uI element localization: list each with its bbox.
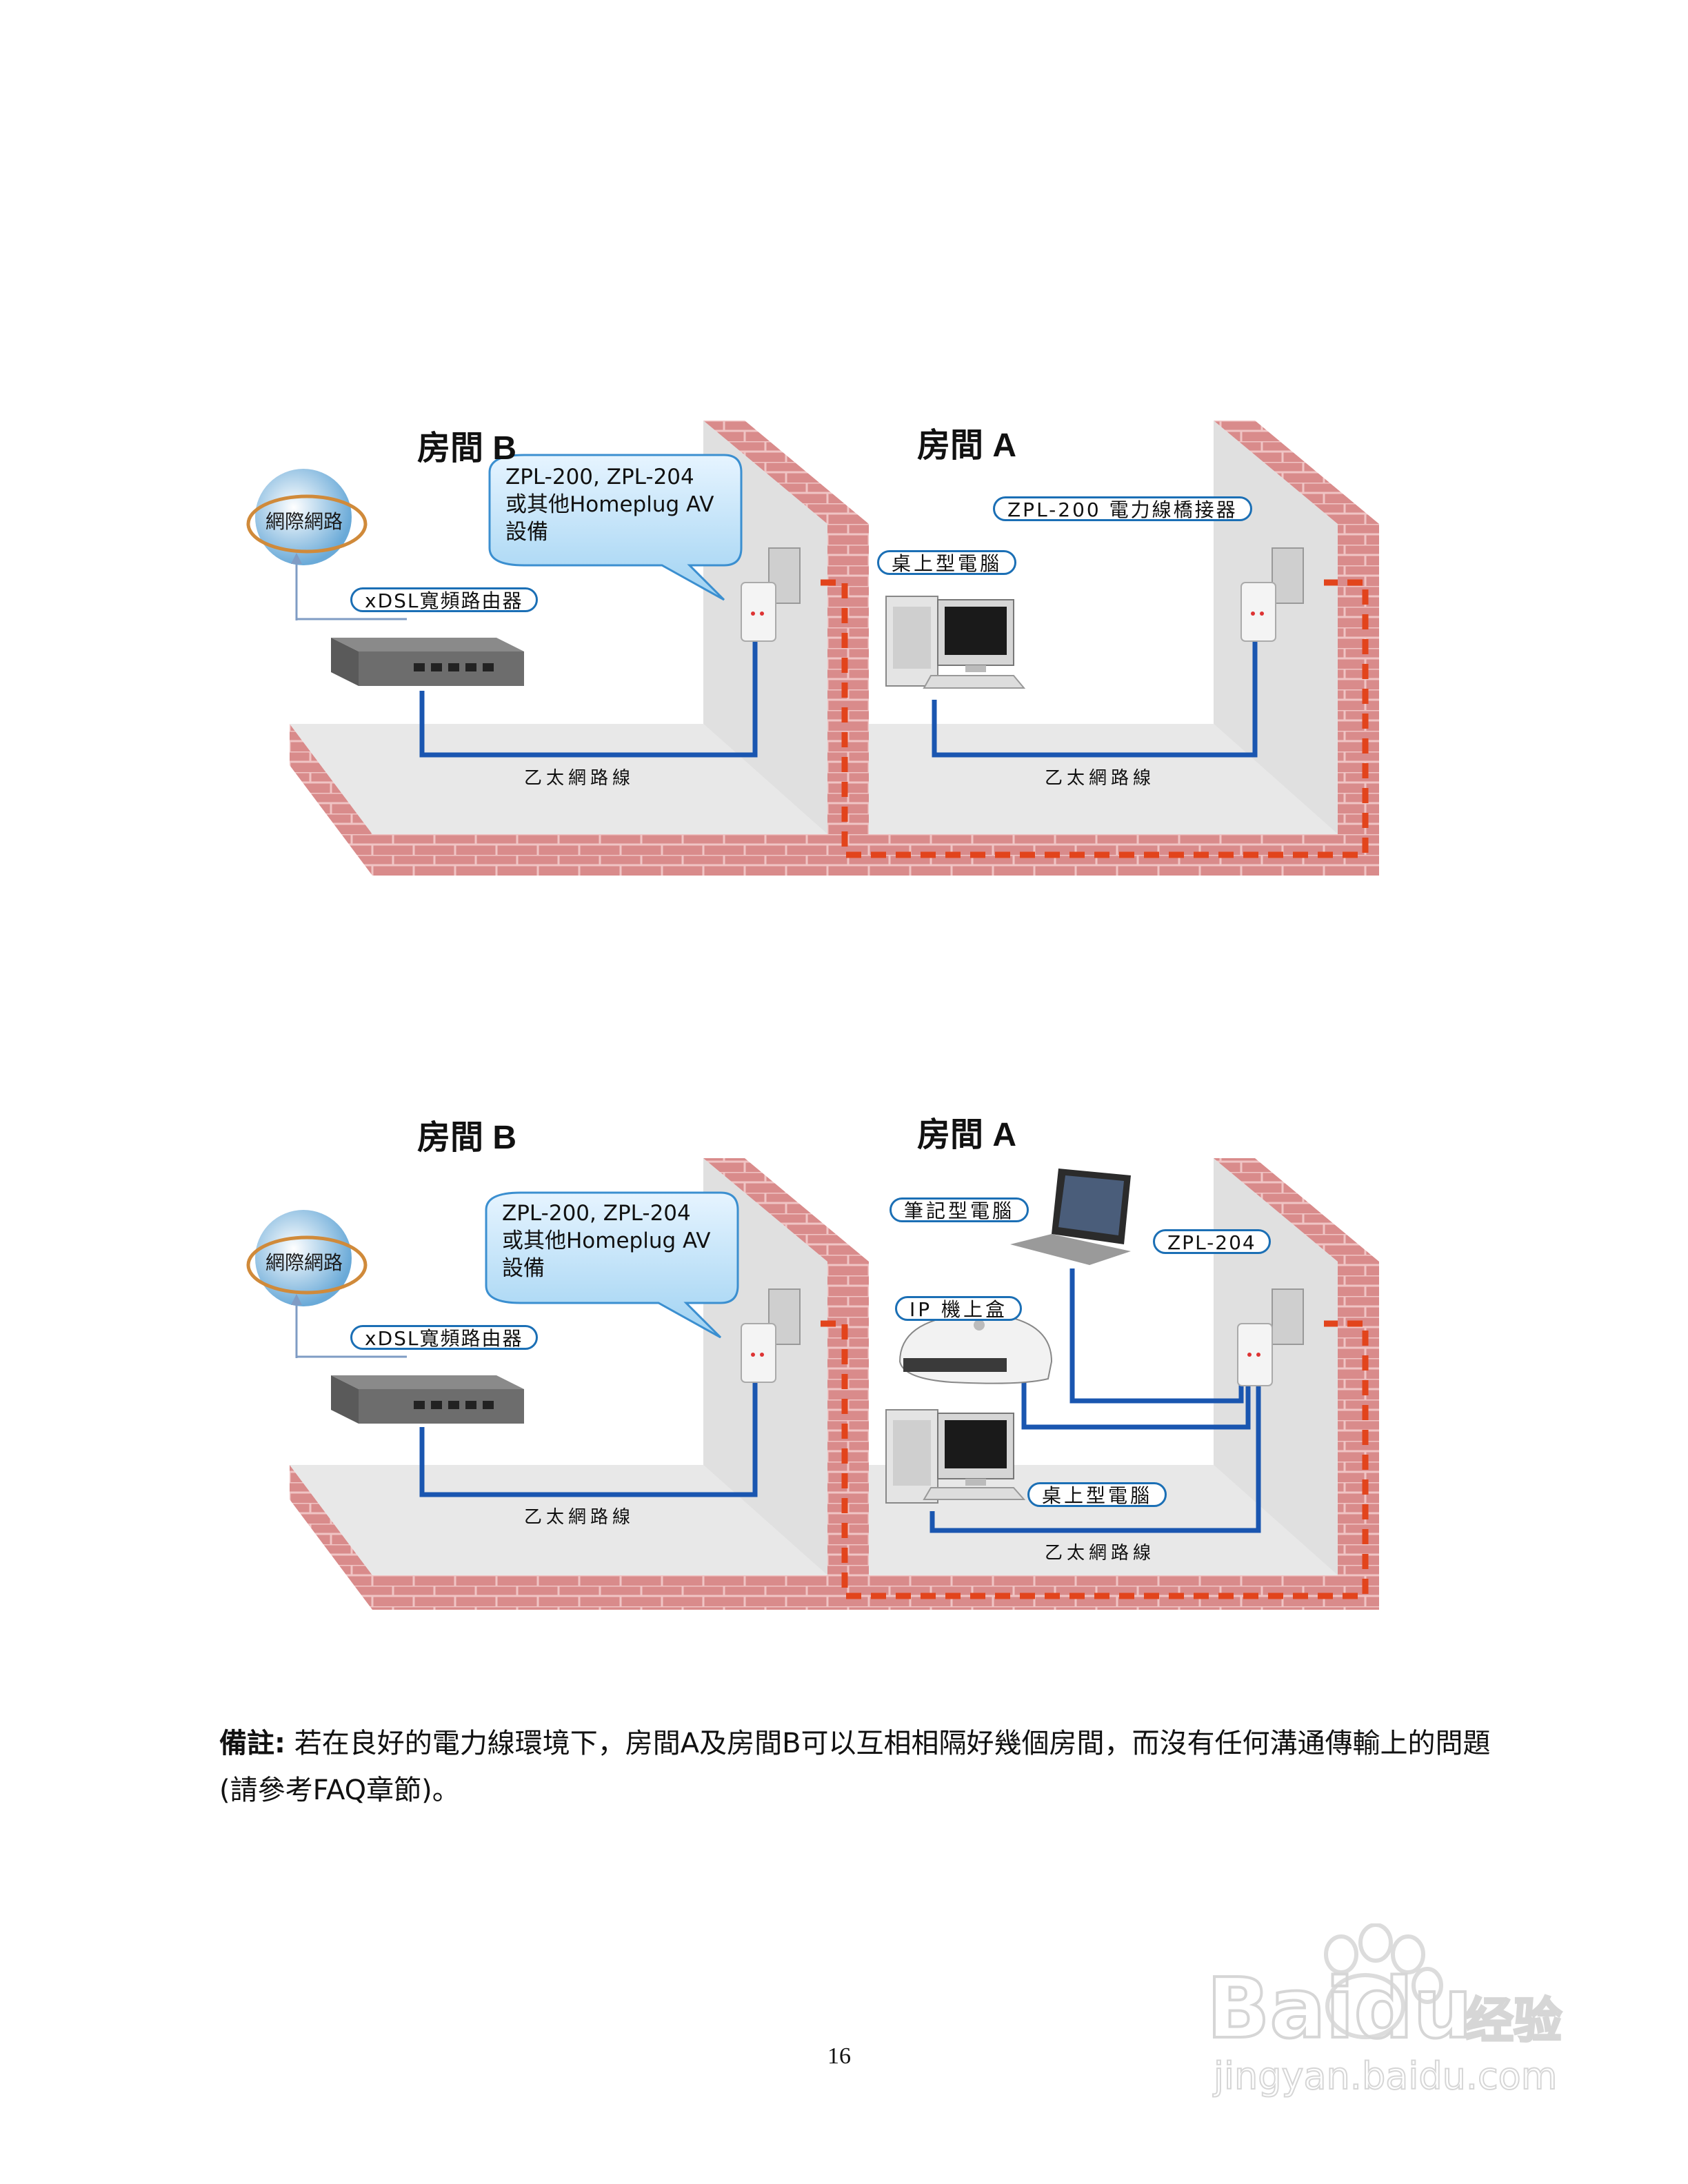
baidu-paw-icon: Baidu 经验 jingyan.baidu.com [1205, 1923, 1563, 2099]
room-a-back-wall [1214, 1158, 1338, 1575]
watermark-brand-cn: 经验 [1465, 1992, 1562, 2049]
room-a-cable-label: 乙太網路線 [1045, 768, 1156, 789]
adapter-label: ZPL-200 電力線橋接器 [993, 496, 1252, 521]
room-b-wall-side-brick [827, 1262, 869, 1610]
device-callout-bubble [485, 1191, 739, 1339]
room-a-floor [869, 724, 1338, 834]
watermark-url: jingyan.baidu.com [1213, 2054, 1557, 2098]
xdsl-router-icon [331, 1375, 524, 1424]
room-b-title: 房間 B [417, 1120, 517, 1156]
room-a-cable-label: 乙太網路線 [1045, 1543, 1156, 1564]
powerline-wire [821, 579, 1369, 858]
desktop-computer-icon [885, 596, 1026, 689]
room-b-floor-front-brick [290, 1465, 372, 1610]
room-b-title: 房間 B [417, 430, 517, 467]
network-diagram-1: 房間 B 房間 A 網際網路 xDSL寬頻路由器 ZPL-200, ZPL-20… [0, 400, 1688, 924]
desktop-label: 桌上型電腦 [1027, 1482, 1167, 1507]
room-a-wall-top-brick [1214, 421, 1379, 524]
internet-globe-icon [246, 469, 407, 620]
room-a-ethernet-cable [932, 638, 1258, 758]
room-b-wall-top-brick [703, 421, 869, 524]
room-a-title: 房間 A [917, 1117, 1017, 1153]
xdsl-router-icon [331, 638, 524, 686]
room-b-floor-bottom-brick [372, 834, 841, 876]
room-b-cable-label: 乙太網路線 [524, 1507, 635, 1528]
room-b-wall-top-brick [703, 1158, 869, 1262]
diagram-1-graphics [246, 421, 1379, 876]
router-label: xDSL寬頻路由器 [350, 1325, 538, 1350]
desktop-computer-icon [885, 1409, 1026, 1504]
callout-line-2: 或其他Homeplug AV [502, 1228, 711, 1253]
room-b-ethernet-cable [419, 634, 758, 758]
note-text: 若在良好的電力線環境下，房間A及房間B可以互相相隔好幾個房間，而沒有任何溝通傳輸… [219, 1728, 1491, 1806]
diagram-2-graphics [246, 1158, 1379, 1610]
room-a-wall-side-brick [1338, 1262, 1379, 1610]
internet-label: 網際網路 [265, 510, 343, 533]
router-label: xDSL寬頻路由器 [350, 587, 538, 612]
desktop-ethernet-cable [930, 1386, 1261, 1533]
watermark-brand: Baidu [1207, 1961, 1472, 2057]
baidu-watermark-logo: Baidu 经验 jingyan.baidu.com [1193, 1923, 1579, 2116]
room-b-floor-front-brick [290, 724, 372, 876]
note-label: 備註: [219, 1728, 285, 1759]
room-a-wall-top-brick [1214, 1158, 1379, 1262]
callout-line-3: 設備 [505, 520, 548, 545]
notebook-ethernet-cable [1069, 1268, 1244, 1404]
room-a-wall-side-brick [1338, 524, 1379, 876]
adapter-label: ZPL-204 [1153, 1229, 1271, 1254]
notebook-computer-icon [1010, 1169, 1131, 1265]
room-b-floor-bottom-brick [372, 1575, 841, 1610]
room-b-cable-label: 乙太網路線 [524, 768, 635, 789]
network-diagram-2: 房間 B 房間 A 網際網路 xDSL寬頻路由器 ZPL-200, ZPL-20… [0, 1089, 1688, 1613]
device-callout-bubble [488, 454, 743, 601]
room-b-wall-side-brick [827, 524, 869, 876]
room-a-title: 房間 A [917, 427, 1017, 464]
room-a-powerline-adapter-icon [1237, 1288, 1304, 1386]
room-b-ethernet-cable [419, 1368, 758, 1497]
page-number: 16 [827, 2043, 851, 2069]
ip-set-top-box-icon [898, 1312, 1053, 1384]
internet-globe-icon [246, 1210, 407, 1358]
callout-line-1: ZPL-200, ZPL-204 [505, 465, 694, 489]
callout-line-2: 或其他Homeplug AV [505, 492, 714, 517]
powerline-wire [821, 1320, 1369, 1599]
room-b-powerline-adapter-icon [741, 547, 801, 642]
note-paragraph: 備註: 若在良好的電力線環境下，房間A及房間B可以互相相隔好幾個房間，而沒有任何… [219, 1720, 1502, 1814]
room-a-powerline-adapter-icon [1240, 547, 1304, 642]
room-b-powerline-adapter-icon [741, 1288, 801, 1383]
internet-label: 網際網路 [265, 1251, 343, 1274]
room-a-floor-bottom-brick [869, 1575, 1379, 1610]
stb-ethernet-cable [1021, 1372, 1251, 1430]
stb-label: IP 機上盒 [895, 1296, 1023, 1321]
callout-line-1: ZPL-200, ZPL-204 [502, 1201, 691, 1226]
notebook-label: 筆記型電腦 [890, 1197, 1029, 1222]
desktop-label: 桌上型電腦 [877, 550, 1017, 575]
callout-line-3: 設備 [502, 1256, 545, 1281]
